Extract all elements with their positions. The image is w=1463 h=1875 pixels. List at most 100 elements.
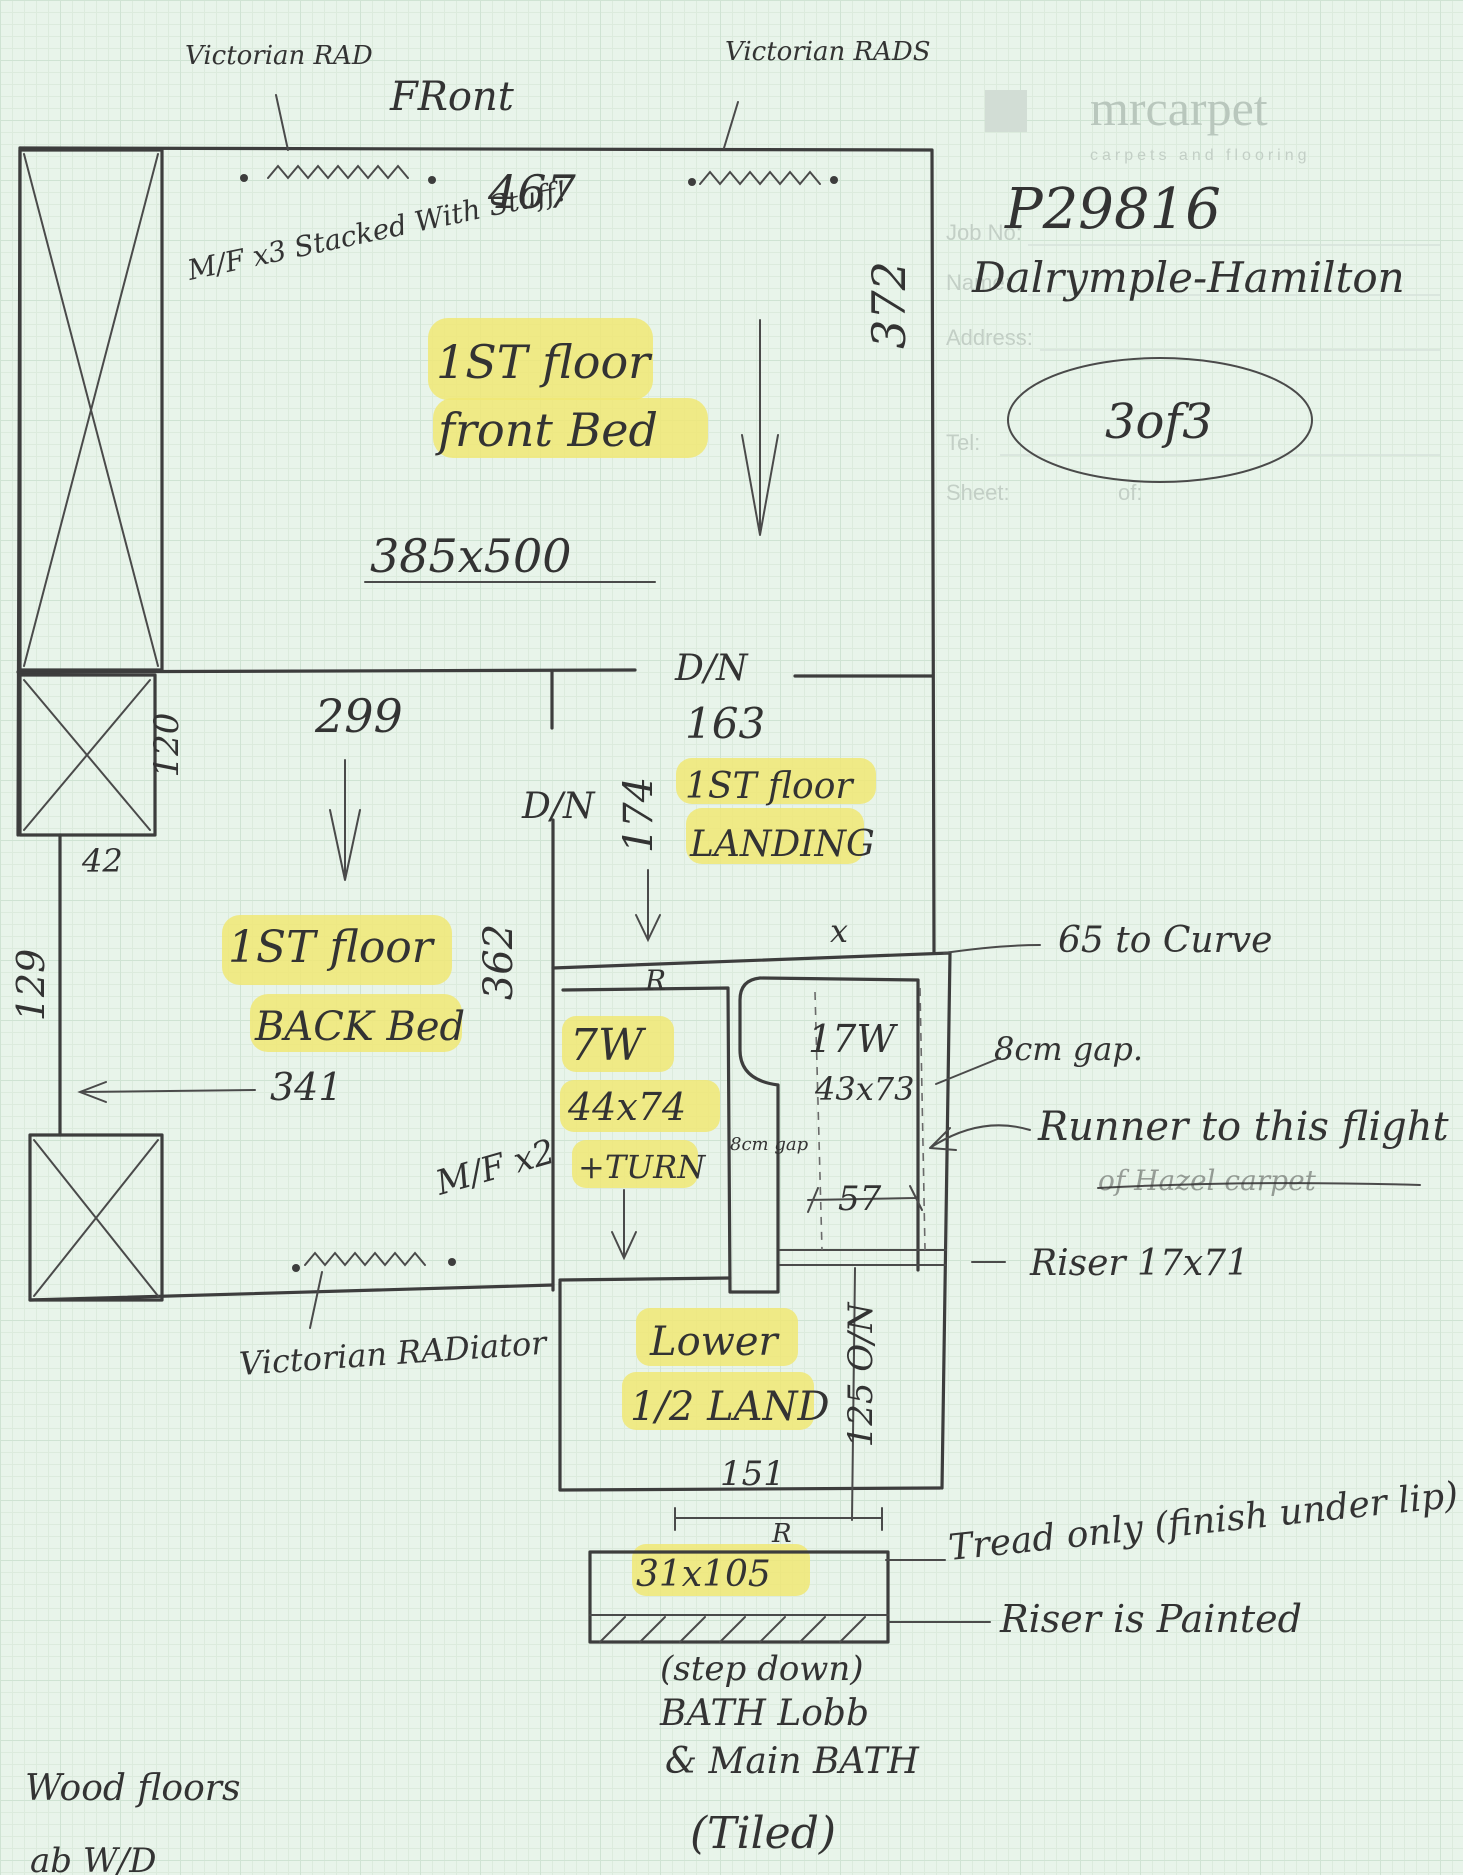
pile-arrow-front — [741, 319, 779, 536]
wood-floors-note: Wood floors — [25, 1768, 240, 1809]
sheet-circle — [1007, 357, 1313, 483]
rad-valve — [830, 176, 838, 184]
wood-floors-note-2: ab W/D — [30, 1841, 157, 1875]
front-rad-left-label: Victorian RAD — [185, 41, 373, 71]
stair-gap-note: 8cm gap. — [994, 1030, 1143, 1068]
bath-step-dim — [674, 1507, 883, 1531]
form-tagline: carpets and flooring — [1090, 147, 1311, 164]
landing-door-top: D/N — [674, 648, 749, 689]
landing-door-left: D/N — [521, 786, 596, 827]
tread-size: 31x105 — [636, 1554, 771, 1595]
back-bed-height: 362 — [476, 924, 522, 1000]
rad-valve — [428, 176, 436, 184]
form-logo-mark — [985, 90, 1027, 132]
front-bed-name-2: front Bed — [435, 403, 658, 457]
sheet-number: 3of3 — [1105, 394, 1213, 450]
stair-width-57: 57 — [838, 1179, 882, 1219]
lower-landing-name-1: Lower — [649, 1319, 781, 1365]
rad-valve — [448, 1258, 456, 1266]
back-bed-left-dim: 129 — [9, 949, 53, 1022]
pile-arrow-flight1 — [611, 1189, 637, 1261]
lower-landing-width: 151 — [720, 1454, 785, 1494]
front-left-radiator — [267, 164, 409, 180]
form-name-label: Name: — [946, 270, 1011, 295]
tread-note: Tread only (finish under lip) — [947, 1475, 1460, 1569]
leader-runner — [929, 1124, 1031, 1151]
highlights — [222, 318, 876, 1596]
curve-note: 65 to Curve — [1058, 920, 1272, 961]
arrow-341 — [77, 1081, 256, 1103]
rad-valve — [688, 178, 696, 186]
back-bed-bottom-wall — [28, 1283, 555, 1302]
back-cupboard — [18, 673, 157, 837]
runner-guides — [814, 987, 926, 1251]
dim-57 — [807, 1185, 923, 1213]
front-wardrobe-cross — [23, 153, 159, 667]
bath-step — [588, 1507, 890, 1644]
underline-strike — [1097, 1182, 1421, 1189]
dim-125-line — [851, 1267, 856, 1521]
pile-arrow-back — [329, 759, 361, 881]
flight2-size: 43x73 — [814, 1070, 914, 1108]
landing-name-2: LANDING — [689, 824, 875, 865]
flight1-size: 44x74 — [567, 1085, 686, 1129]
hl-7w — [562, 1016, 674, 1072]
landing-width: 163 — [685, 699, 765, 748]
stair-top-wall — [551, 951, 952, 970]
form-job-no-label: Job No: — [946, 220, 1022, 245]
stair-r-top: R — [644, 964, 666, 997]
back-bed-name-2: BACK Bed — [254, 1004, 465, 1050]
lower-landing-walls — [558, 1280, 942, 1492]
front-bed-height: 372 — [862, 261, 916, 349]
riser-note: Riser 17x71 — [1029, 1243, 1249, 1284]
back-cupboard-cross — [23, 679, 151, 831]
front-rad-right-label: Victorian RADS — [725, 37, 931, 67]
front-wardrobe — [18, 148, 164, 672]
flight2-count: 17W — [808, 1017, 898, 1061]
bath-step-hatch — [599, 1616, 866, 1643]
printed-form: mrcarpet carpets and flooring Job No: Na… — [946, 80, 1440, 505]
back-bed-bottom-dim: 341 — [270, 1065, 343, 1109]
bath-line-2: BATH Lobb — [659, 1693, 869, 1734]
back-wardrobe — [28, 1133, 164, 1302]
landing-depth: 174 — [616, 777, 662, 853]
front-bed-name-1: 1ST floor — [436, 335, 653, 389]
back-bed-name-1: 1ST floor — [228, 922, 436, 973]
front-bed-width: 467 — [487, 165, 577, 219]
front-wardrobe-note: M/F x3 Stacked With Stuff! — [184, 174, 570, 287]
leader-curve — [943, 944, 1041, 954]
hl-turn — [572, 1140, 698, 1188]
leader-8cm-gap — [935, 1057, 1001, 1085]
runner-note: Runner to this flight — [1037, 1104, 1449, 1150]
stair-spine — [561, 976, 920, 1294]
form-of-label: of: — [1118, 480, 1142, 505]
form-address-label: Address: — [946, 325, 1033, 350]
client-name: Dalrymple-Hamilton — [971, 253, 1405, 302]
back-cupboard-depth: 120 — [147, 713, 187, 778]
hl-landing-2 — [686, 808, 864, 864]
flight1-base — [558, 1276, 732, 1282]
stair-right-wall — [940, 951, 952, 1490]
lower-landing-name-2: 1/2 LAND — [630, 1384, 830, 1430]
flight1-count: 7W — [570, 1020, 647, 1071]
riser-painted-note: Riser is Painted — [999, 1597, 1302, 1641]
hl-44x74 — [560, 1080, 720, 1132]
front-bed-outer-wall — [18, 146, 936, 954]
bath-line-3: & Main BATH — [665, 1741, 919, 1782]
leader-left-rad — [275, 94, 289, 151]
hl-half-land — [622, 1372, 814, 1430]
walls — [16, 146, 952, 1492]
back-wardrobe-cross — [33, 1139, 159, 1297]
hl-back-bed-2 — [250, 994, 462, 1052]
hl-lower — [636, 1308, 798, 1366]
back-bed-width: 299 — [314, 689, 403, 743]
rad-valve — [292, 1264, 300, 1272]
form-sheet-label: Sheet: — [946, 480, 1010, 505]
back-cupboard-width: 42 — [81, 842, 123, 880]
rad-valve — [240, 174, 248, 182]
lower-landing-depth: 125 O/N — [841, 1301, 881, 1447]
back-wardrobe-note: M/F x2 — [430, 1132, 559, 1204]
front-bed-dimensions: 385x500 — [370, 529, 572, 583]
